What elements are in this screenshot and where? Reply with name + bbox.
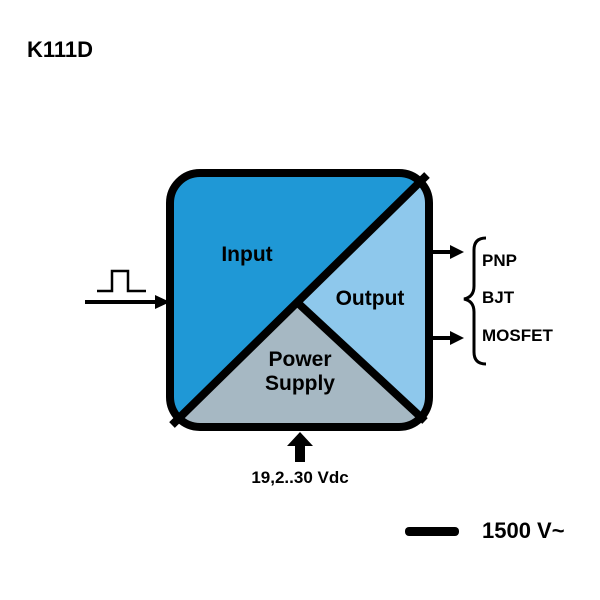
output-type-mosfet: MOSFET [482,326,553,345]
power-divider [296,301,428,424]
output-arrow-top-icon [430,245,464,259]
module-outline [166,169,433,431]
diagonal-divider [169,172,430,428]
module-title: K111D [27,37,93,62]
supply-label: Supply [265,372,335,395]
input-arrow-icon [85,295,170,309]
pulse-icon [97,269,146,293]
input-label: Input [221,243,272,266]
isolation-bar-icon [405,527,459,536]
output-type-pnp: PNP [482,251,517,270]
output-arrow-bottom-icon [430,331,464,345]
up-arrow-icon [287,432,313,462]
supply-voltage-label: 19,2..30 Vdc [251,468,348,487]
isolation-voltage-label: 1500 V~ [482,518,565,543]
power-label: Power [268,348,331,371]
power-supply-section [170,306,429,427]
output-type-bjt: BJT [482,288,515,307]
brace-icon [463,236,487,366]
output-label: Output [336,287,405,310]
